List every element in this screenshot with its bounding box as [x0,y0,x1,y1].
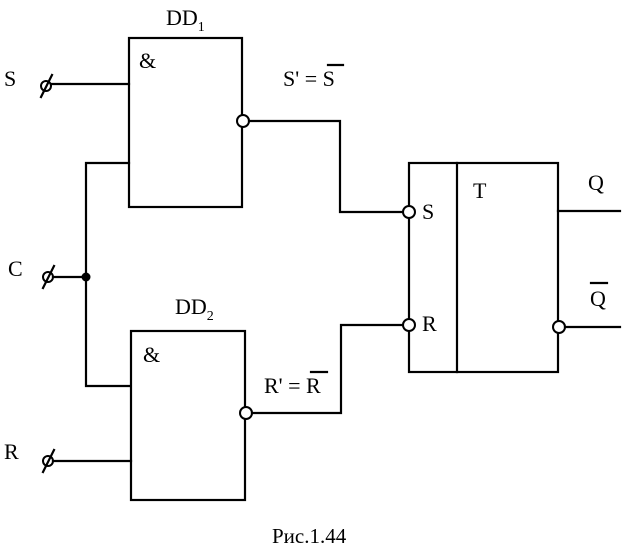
trigger-pin-s-label: S [422,199,434,224]
wire-dd2-to-trigger-r [250,323,405,415]
gate-dd1-and-symbol: & [139,48,156,73]
gate-dd2-and-symbol: & [143,342,160,367]
trigger-r-inverted-input [402,318,416,332]
gate-dd2-label: DD2 [175,294,214,324]
wire-c-bus [84,161,131,388]
input-s-terminal [39,73,54,99]
input-r-label: R [4,439,19,464]
signal-s-prime-label: S' = S [283,63,345,91]
trigger-t [407,161,560,374]
input-c-terminal [41,264,56,290]
input-s-label: S [4,66,16,91]
signal-r-prime-label: R' = R [264,370,329,398]
trigger-pin-r-label: R [422,311,437,336]
trigger-t-label: T [473,178,487,203]
svg-text:Q: Q [590,286,606,311]
output-q-label: Q [588,170,604,195]
input-c-label: C [8,256,23,281]
output-q-inverted-label: Q [589,281,609,311]
gate-dd1-label: DD1 [166,5,205,35]
svg-text:R' = R: R' = R [264,373,321,398]
trigger-s-inverted-input [402,205,416,219]
trigger-q-inverted-output [552,320,566,334]
gate-dd2-inverted-output [239,406,253,420]
gate-dd1-inverted-output [236,114,250,128]
figure-caption: Рис.1.44 [272,524,347,548]
svg-text:S' = S: S' = S [283,66,335,91]
wire-dd1-to-trigger-s [247,119,405,214]
